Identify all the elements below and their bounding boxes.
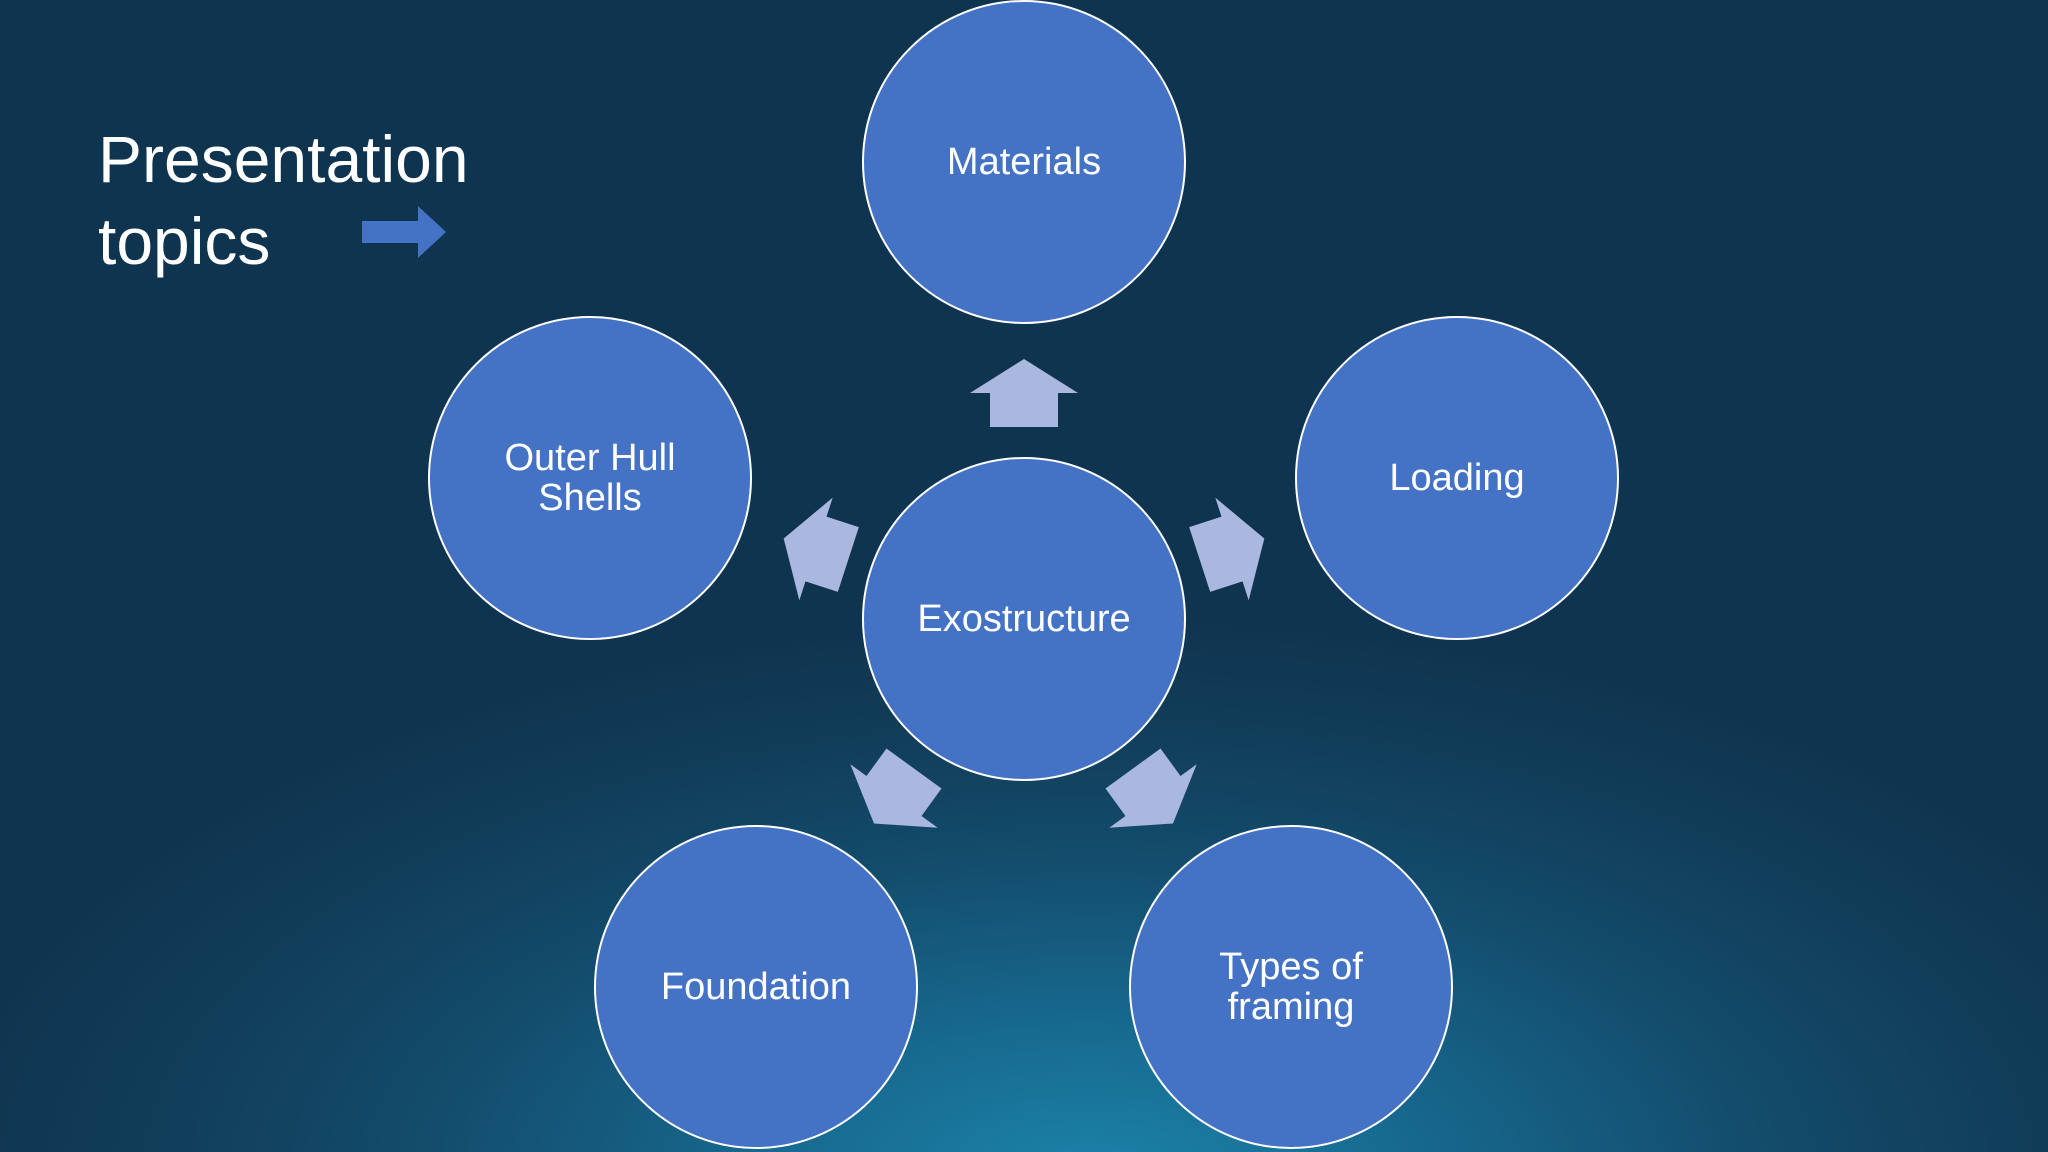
arrow-to-loading <box>1189 497 1265 601</box>
node-materials-label: Materials <box>946 141 1102 183</box>
node-loading[interactable]: Loading <box>1295 316 1619 640</box>
node-outer-hull-shells[interactable]: Outer Hull Shells <box>428 316 752 640</box>
arrow-to-materials <box>970 359 1078 427</box>
right-arrow-icon <box>362 206 446 258</box>
node-exostructure[interactable]: Exostructure <box>862 457 1186 781</box>
node-exostructure-label: Exostructure <box>917 598 1131 640</box>
node-foundation[interactable]: Foundation <box>594 825 918 1149</box>
node-loading-label: Loading <box>1389 457 1525 499</box>
arrow-to-outer-hull-shells <box>783 497 859 601</box>
node-types-of-framing-label: Types of framing <box>1219 946 1363 1028</box>
node-materials[interactable]: Materials <box>862 0 1186 324</box>
node-outer-hull-shells-label: Outer Hull Shells <box>504 437 676 519</box>
node-foundation-label: Foundation <box>660 966 852 1008</box>
arrow-to-types-of-framing <box>1105 748 1197 828</box>
slide-title-line-1: Presentation <box>98 122 469 196</box>
node-types-of-framing[interactable]: Types of framing <box>1129 825 1453 1149</box>
arrow-to-foundation <box>850 748 942 828</box>
slide-title: Presentation topics <box>98 118 469 282</box>
slide-title-line-2: topics <box>98 204 271 278</box>
